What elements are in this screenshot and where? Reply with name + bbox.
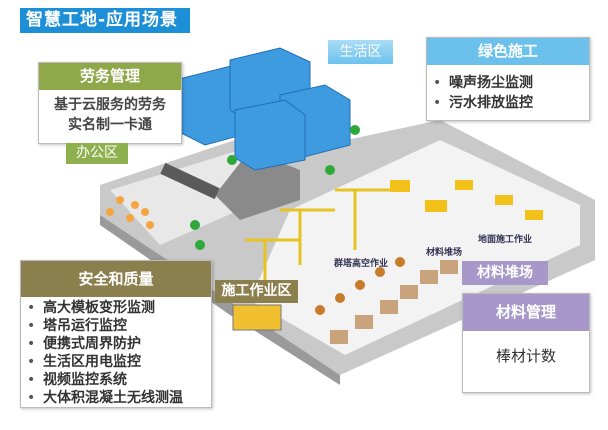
scene-label-tower-cranes: 群塔高空作业	[334, 259, 389, 269]
site-gate	[232, 304, 282, 331]
page-title: 智慧工地-应用场景	[20, 8, 190, 33]
dormitory-buildings	[174, 47, 351, 171]
list-item: 污水排放监控	[427, 93, 589, 113]
tower-cranes	[245, 188, 395, 290]
scene-label-material-yard: 材料堆场	[426, 248, 463, 258]
road	[215, 150, 300, 220]
labor-line: 实名制一卡通	[68, 117, 152, 133]
safety-quality-title: 安全和质量	[21, 261, 211, 297]
workers	[106, 196, 154, 229]
labor-line: 基于云服务的劳务	[54, 97, 166, 113]
list-item: 便携式周界防护	[21, 335, 211, 353]
concrete-buckets	[315, 257, 405, 315]
zone-label-construction: 施工作业区	[215, 280, 298, 303]
list-item: 塔吊运行监控	[21, 317, 211, 335]
work-area-floor	[250, 140, 580, 355]
labor-management-title: 劳务管理	[39, 63, 181, 90]
list-item: 高大模板变形监测	[21, 299, 211, 317]
material-piles	[330, 260, 458, 344]
labor-management-panel: 劳务管理 基于云服务的劳务 实名制一卡通	[38, 62, 182, 144]
safety-quality-panel: 安全和质量 高大模板变形监测 塔吊运行监控 便携式周界防护 生活区用电监控 视频…	[20, 260, 212, 408]
material-management-panel: 材料管理 棒材计数	[462, 293, 590, 393]
zone-label-material-yard: 材料堆场	[462, 261, 548, 285]
list-item: 大体积混凝土无线测温	[21, 389, 211, 407]
list-item: 噪声扬尘监测	[427, 73, 589, 93]
green-construction-panel: 绿色施工 噪声扬尘监测 污水排放监控	[426, 37, 590, 121]
scene-label-ground-work: 地面施工作业	[478, 235, 533, 245]
list-item: 视频监控系统	[21, 371, 211, 389]
machines	[160, 162, 220, 200]
zone-label-living: 生活区	[328, 40, 393, 64]
list-item: 生活区用电监控	[21, 353, 211, 371]
material-body: 棒材计数	[495, 347, 556, 365]
green-construction-title: 绿色施工	[427, 38, 589, 65]
excavators	[390, 180, 543, 220]
material-management-title: 材料管理	[463, 294, 589, 331]
zone-label-office: 办公区	[66, 143, 128, 164]
